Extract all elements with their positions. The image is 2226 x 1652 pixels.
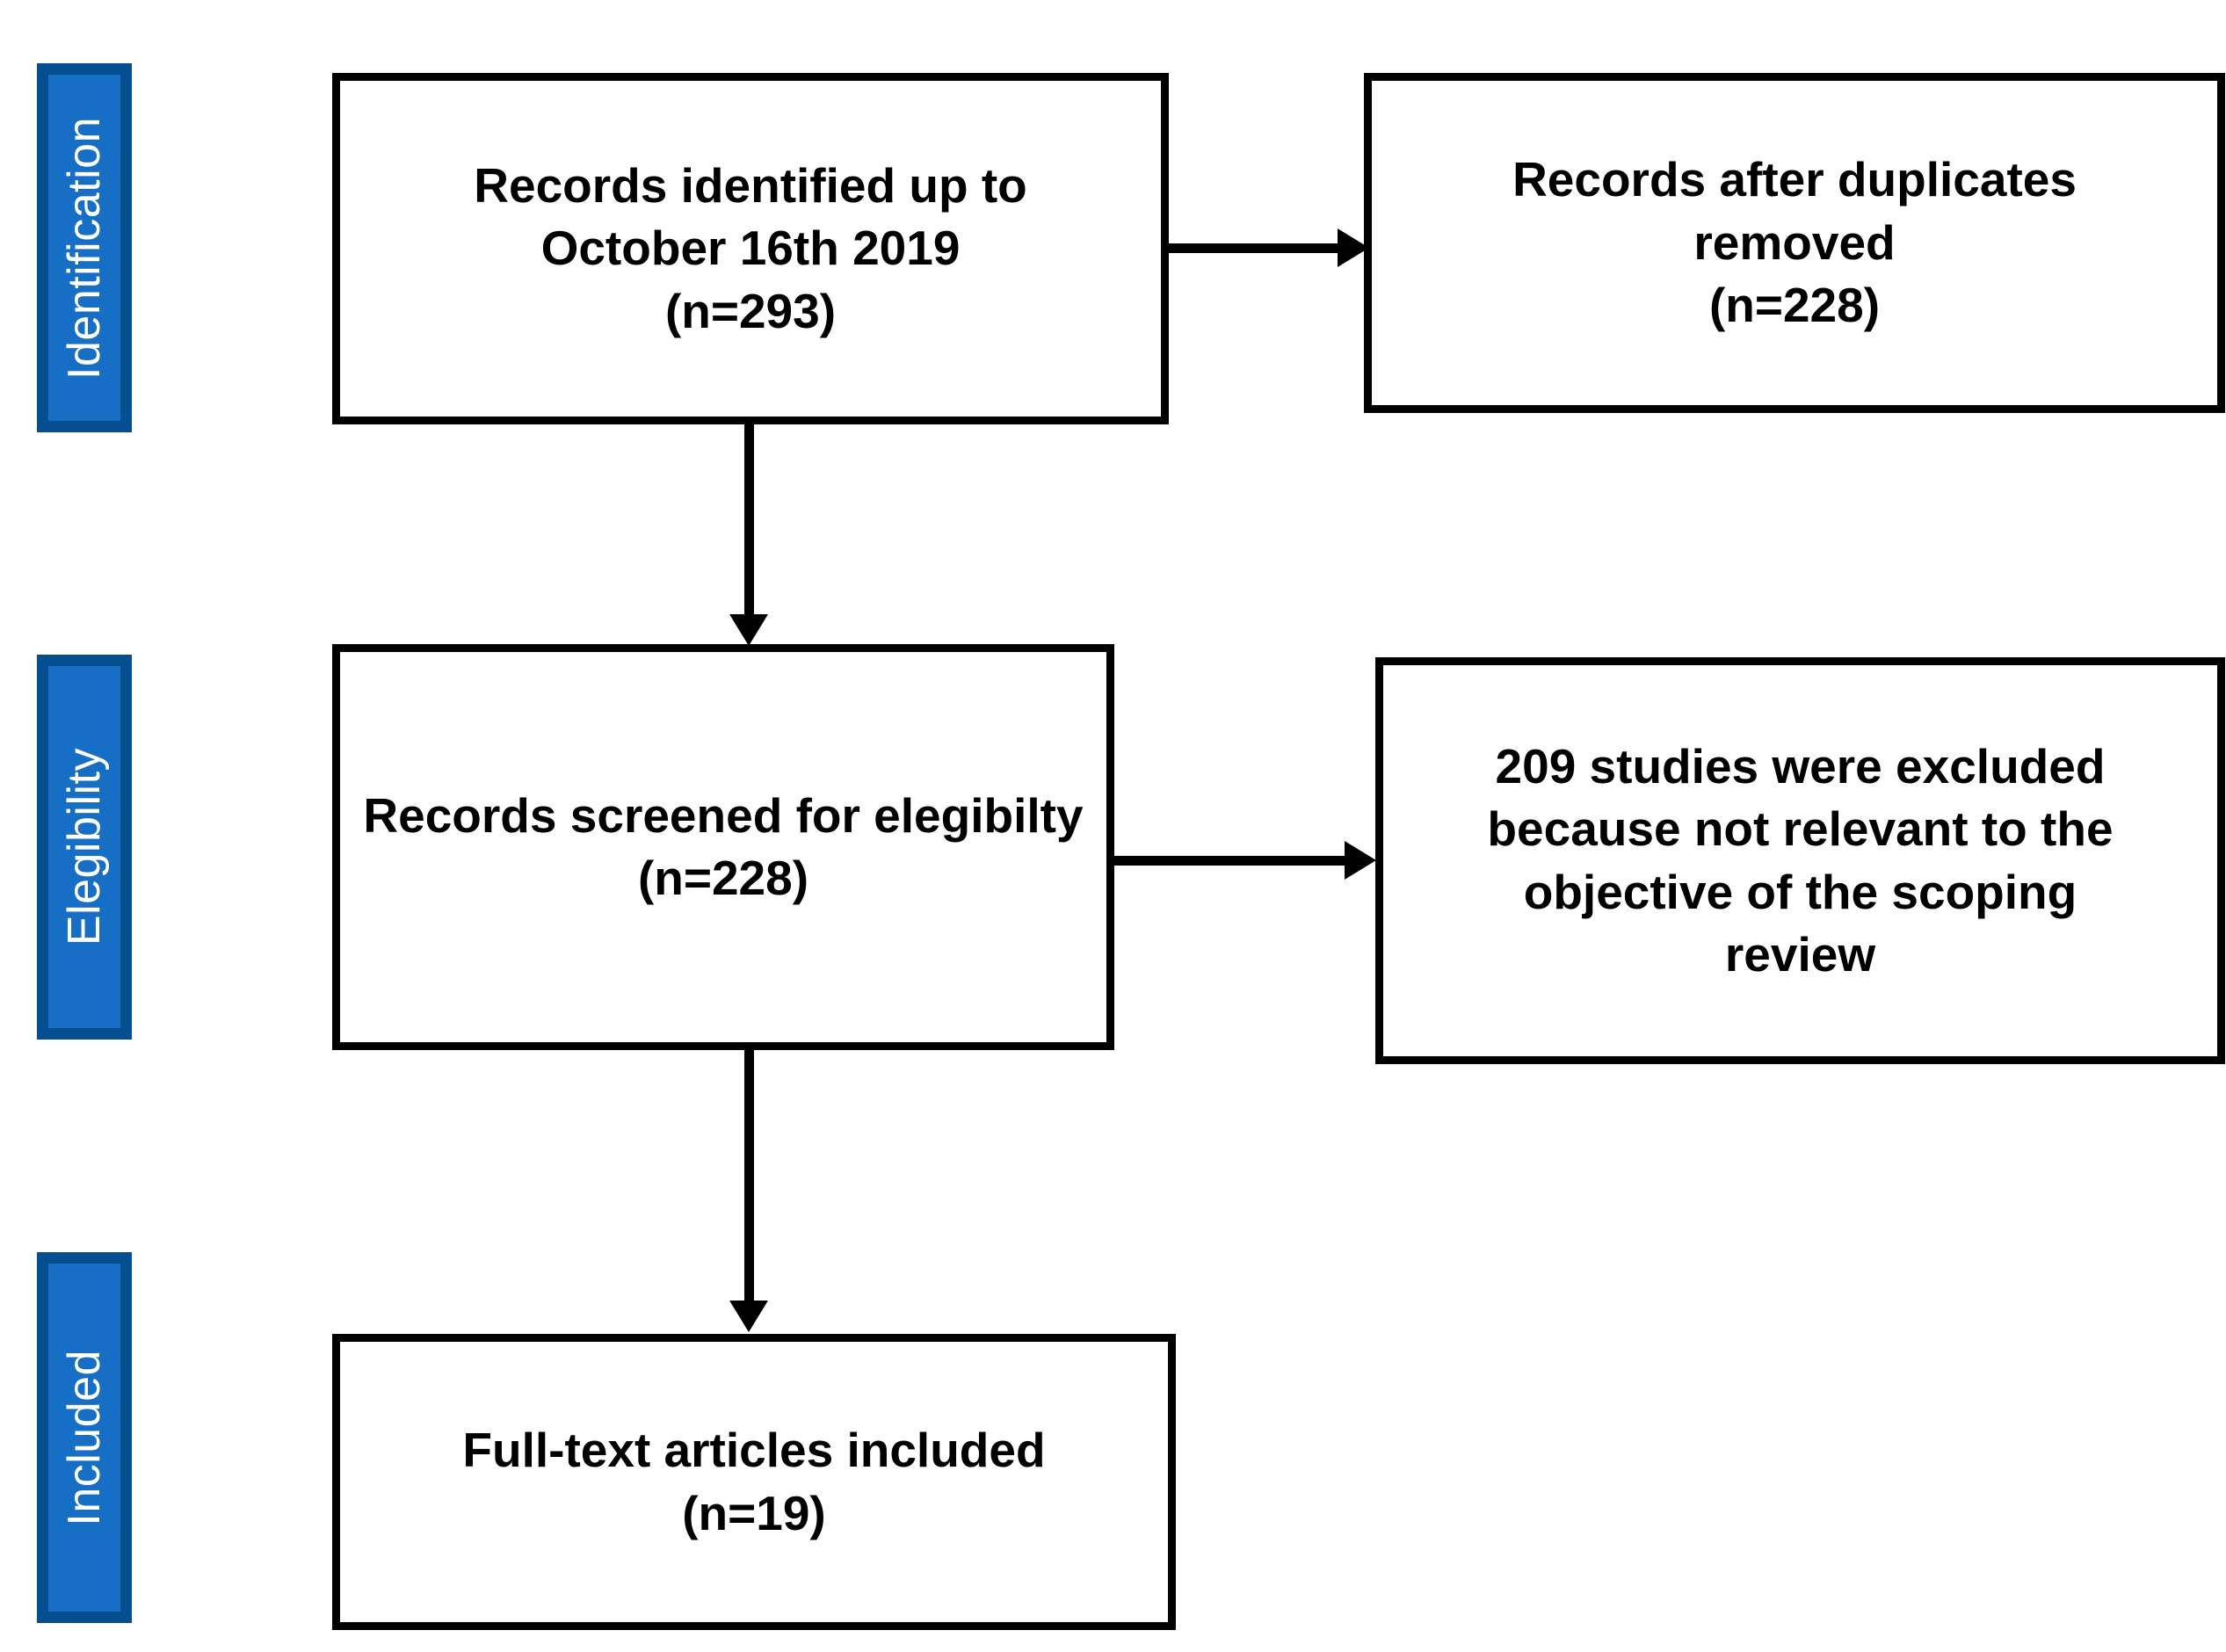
- flow-box-records-identified-text: Records identified up to October 16th 20…: [474, 157, 1027, 338]
- stage-label-included-text: Included: [59, 1349, 110, 1526]
- stage-label-identification-text: Identification: [59, 116, 110, 380]
- flow-box-studies-excluded-text: 209 studies were excluded because not re…: [1487, 738, 2114, 982]
- stage-label-eligibility: Elegibility: [37, 655, 132, 1040]
- arrowhead-down-icon: [729, 614, 768, 646]
- flow-box-records-identified: Records identified up to October 16th 20…: [332, 73, 1169, 424]
- flow-box-full-text-articles-included: Full-text articles included (n=19): [332, 1334, 1176, 1630]
- flow-box-records-after-duplicates-removed-text: Records after duplicates removed (n=228): [1512, 152, 2077, 333]
- stage-label-eligibility-text: Elegibility: [59, 748, 110, 946]
- flow-box-records-screened: Records screened for elegibilty (n=228): [332, 644, 1114, 1050]
- flow-box-full-text-articles-included-text: Full-text articles included (n=19): [462, 1423, 1046, 1540]
- arrowhead-right-icon: [1345, 841, 1376, 880]
- arrowhead-right-icon: [1338, 228, 1369, 267]
- flow-box-studies-excluded: 209 studies were excluded because not re…: [1375, 657, 2225, 1064]
- stage-label-identification: Identification: [37, 63, 132, 432]
- arrow-line: [1169, 243, 1338, 253]
- flow-box-records-after-duplicates-removed: Records after duplicates removed (n=228): [1364, 73, 2225, 413]
- stage-label-included: Included: [37, 1252, 132, 1623]
- arrowhead-down-icon: [729, 1301, 768, 1332]
- flow-box-records-screened-text: Records screened for elegibilty (n=228): [363, 787, 1084, 906]
- arrow-line: [1114, 856, 1345, 866]
- arrow-line: [744, 1050, 754, 1301]
- arrow-line: [744, 424, 754, 614]
